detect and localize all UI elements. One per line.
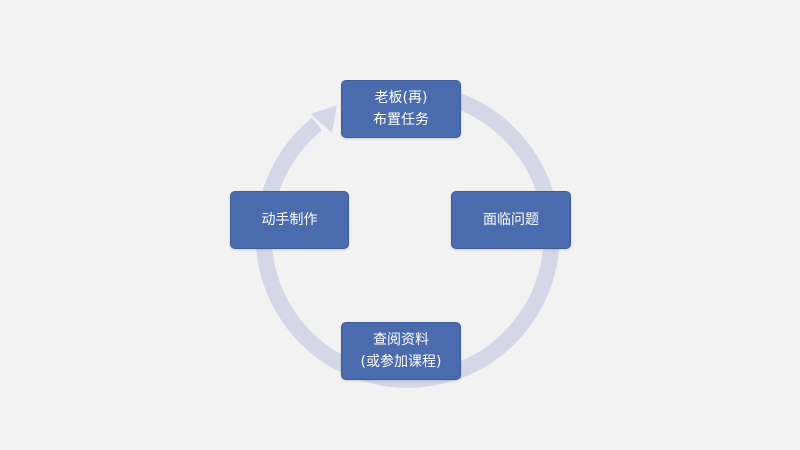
node-assign-task: 老板(再) 布置任务 bbox=[341, 80, 461, 138]
node-research-line-1: 查阅资料 bbox=[373, 332, 429, 348]
node-hands-on-label: 动手制作 bbox=[261, 212, 318, 228]
node-hands-on: 动手制作 bbox=[230, 191, 349, 249]
node-face-problem: 面临问题 bbox=[451, 191, 571, 249]
cycle-arrowhead-icon bbox=[311, 105, 337, 133]
node-assign-task-line-1: 老板(再) bbox=[374, 90, 428, 106]
node-research: 查阅资料 (或参加课程) bbox=[341, 322, 461, 380]
node-research-line-2: (或参加课程) bbox=[360, 354, 442, 370]
node-assign-task-line-2: 布置任务 bbox=[373, 112, 429, 128]
node-face-problem-label: 面临问题 bbox=[483, 212, 539, 228]
